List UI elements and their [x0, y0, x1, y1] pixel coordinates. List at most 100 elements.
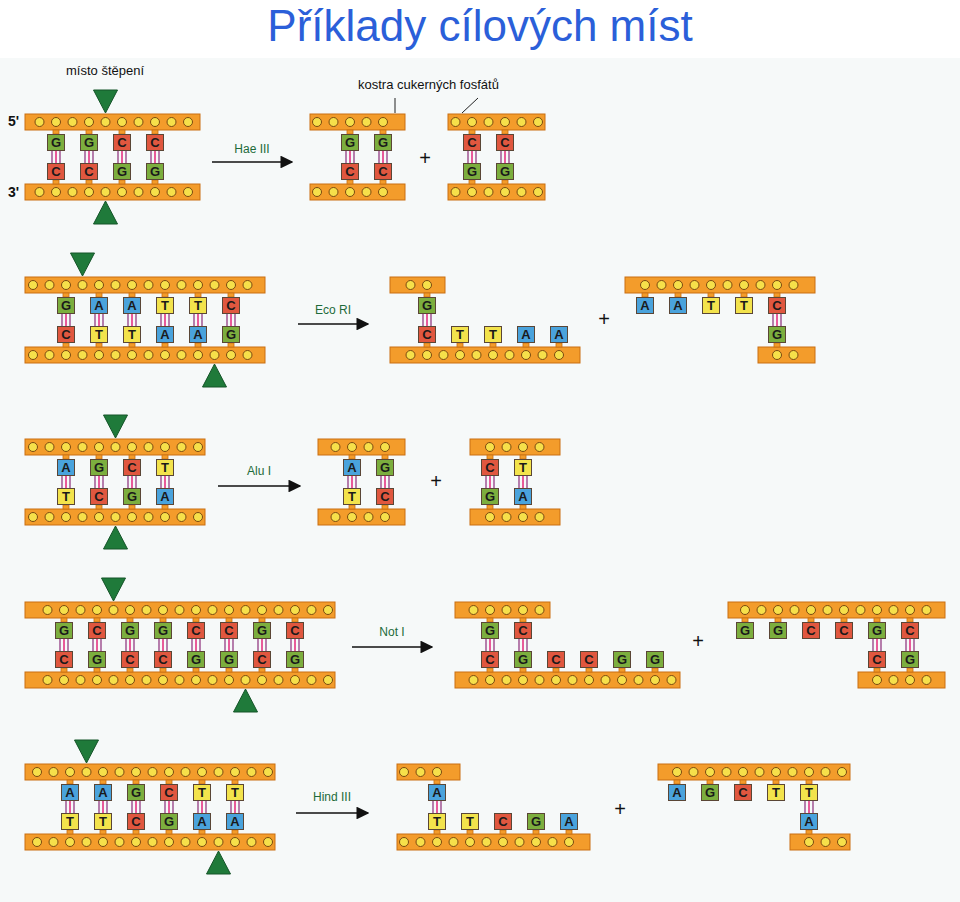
bond-line	[508, 151, 509, 163]
base-stem	[553, 668, 559, 672]
phosphate	[552, 676, 561, 685]
nucleotide-base: A	[57, 459, 75, 476]
base-letter: G	[92, 653, 102, 666]
enzyme-name: Eco RI	[315, 304, 351, 318]
hydrogen-bond	[151, 151, 159, 163]
phosphate	[148, 838, 157, 847]
phosphate	[177, 351, 186, 360]
bond-line	[471, 151, 473, 163]
nucleotide-base: T	[800, 784, 818, 801]
base-letter: G	[518, 653, 528, 666]
base-letter: C	[164, 786, 173, 799]
phosphate	[601, 676, 610, 685]
phosphate	[674, 281, 683, 290]
nucleotide-base: C	[90, 488, 108, 505]
bond-line	[133, 639, 134, 651]
hydrogen-bond	[379, 151, 387, 163]
base-letter: C	[380, 490, 389, 503]
phosphate	[144, 513, 153, 522]
phosphate	[151, 188, 160, 197]
phosphate	[856, 606, 865, 615]
nucleotide-base: A	[636, 297, 654, 314]
base-letter: A	[564, 815, 573, 828]
bond-line	[518, 639, 519, 651]
hydrogen-bond	[85, 151, 93, 163]
base-letter: A	[432, 786, 441, 799]
phosphate	[167, 188, 176, 197]
bond-line	[131, 314, 133, 326]
phosphate	[449, 838, 458, 847]
base-letter: T	[99, 815, 107, 828]
bond-line	[257, 639, 258, 651]
phosphate	[161, 351, 170, 360]
phosphate	[740, 281, 749, 290]
phosphate	[243, 281, 252, 290]
phosphate	[101, 118, 110, 127]
phosphate	[324, 676, 333, 685]
bond-line	[808, 801, 810, 813]
nucleotide-base: C	[580, 651, 598, 668]
phosphate	[379, 188, 388, 197]
phosphate	[175, 676, 184, 685]
phosphate	[192, 676, 201, 685]
bond-line	[776, 314, 778, 326]
phosphate	[128, 443, 137, 452]
phosphate	[111, 281, 120, 290]
nucleotide-base: C	[835, 622, 853, 639]
nucleotide-base: T	[343, 488, 361, 505]
phosphate	[76, 606, 85, 615]
phosphate	[456, 351, 465, 360]
phosphate	[144, 351, 153, 360]
base-letter: G	[422, 299, 432, 312]
phosphate	[192, 606, 201, 615]
nucleotide-base: G	[514, 651, 532, 668]
phosphate	[535, 676, 544, 685]
phosphate	[241, 606, 250, 615]
bond-line	[384, 476, 386, 488]
phosphate	[167, 118, 176, 127]
phosphate	[466, 838, 475, 847]
phosphate	[175, 606, 184, 615]
sugar-phosphate-backbone	[310, 114, 405, 130]
leader-line	[395, 98, 396, 113]
bond-line	[131, 801, 132, 813]
phosphate	[66, 768, 75, 777]
phosphate	[62, 351, 71, 360]
phosphate	[93, 676, 102, 685]
leader-line	[462, 98, 478, 113]
bond-line	[135, 314, 136, 326]
hydrogen-bond	[161, 314, 169, 326]
phosphate	[906, 676, 915, 685]
base-stem	[259, 668, 265, 672]
nucleotide-base: G	[160, 813, 178, 830]
nucleotide-base: T	[94, 813, 112, 830]
base-letter: C	[290, 624, 299, 637]
base-letter: C	[131, 815, 140, 828]
phosphate	[95, 513, 104, 522]
phosphate	[505, 351, 514, 360]
base-letter: C	[125, 653, 134, 666]
phosphate	[194, 513, 203, 522]
nucleotide-base: G	[253, 622, 271, 639]
phosphate	[362, 188, 371, 197]
phosphate	[519, 606, 528, 615]
phosphate	[673, 768, 682, 777]
base-letter: A	[230, 815, 239, 828]
phosphate	[807, 606, 816, 615]
nucleotide-base: G	[55, 622, 73, 639]
base-stem	[96, 505, 102, 509]
phosphate	[184, 118, 193, 127]
phosphate	[364, 443, 373, 452]
base-letter: G	[467, 165, 477, 178]
base-letter: C	[772, 299, 781, 312]
phosphate	[489, 351, 498, 360]
phosphate	[873, 606, 882, 615]
nucleotide-base: G	[154, 622, 172, 639]
nucleotide-base: T	[61, 813, 79, 830]
nucleotide-base: G	[613, 651, 631, 668]
base-letter: A	[521, 328, 530, 341]
base-stem	[774, 343, 780, 347]
phosphate	[484, 188, 493, 197]
sugar-phosphate-backbone	[25, 184, 200, 200]
bond-line	[158, 639, 159, 651]
